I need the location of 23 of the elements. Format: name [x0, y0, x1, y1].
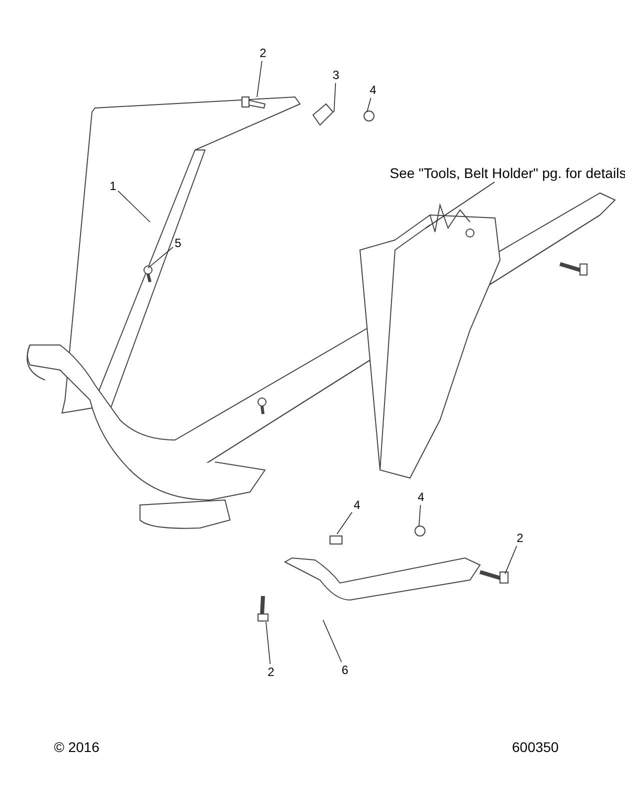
leader-line	[256, 60, 262, 98]
leader-line	[504, 546, 518, 574]
callout-number: 1	[110, 178, 116, 194]
callout-number: 4	[370, 82, 376, 98]
leader-line	[366, 98, 372, 112]
copyright-text: © 2016	[54, 738, 100, 757]
leader-line	[148, 246, 174, 268]
callout-number: 2	[268, 664, 274, 680]
leader-line	[266, 622, 271, 664]
diagram-number: 600350	[512, 738, 559, 757]
callout-number: 5	[174, 235, 182, 251]
callout-number: 2	[516, 530, 524, 546]
callout-number: 4	[354, 497, 360, 513]
leader-line	[322, 620, 342, 662]
callout-number: 6	[342, 662, 348, 678]
callout-number: 4	[418, 489, 424, 505]
leader-line	[336, 512, 352, 534]
callout-number: 3	[332, 67, 340, 83]
leader-line	[426, 182, 495, 228]
callout-number: 2	[260, 45, 266, 61]
leader-line	[118, 190, 150, 222]
leader-line	[418, 504, 421, 526]
leader-line	[334, 82, 336, 112]
